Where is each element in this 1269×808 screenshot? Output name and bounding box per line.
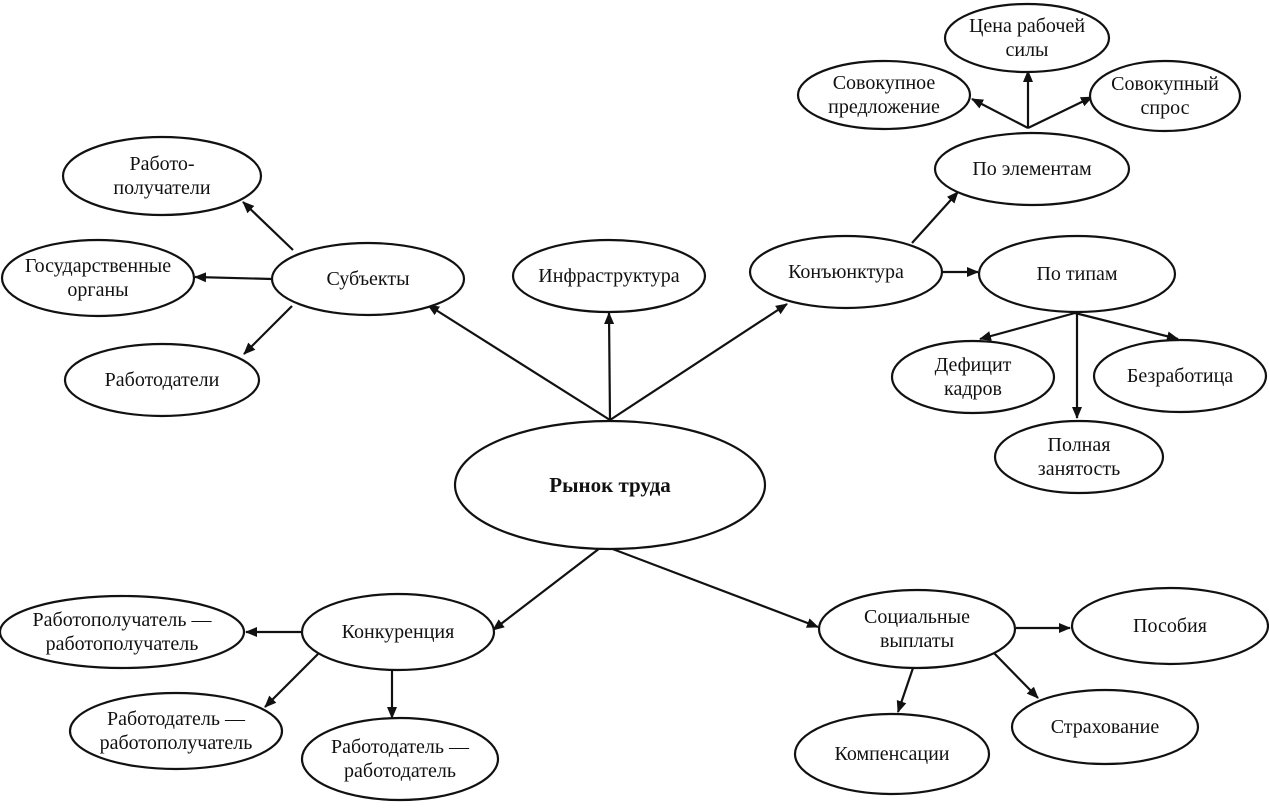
node-label-deficit-line-2: кадров <box>944 378 1002 400</box>
node-label-full-employment-line-2: занятость <box>1038 458 1120 480</box>
node-label-by-types-line-1: По типам <box>1036 263 1117 285</box>
edge-subjects-employers <box>243 305 293 355</box>
node-label-rr-line-1: Работополучатель — <box>33 609 213 631</box>
node-label-receivers-line-2: получатели <box>113 177 210 199</box>
node-conjuncture: Конъюнктура <box>748 234 944 310</box>
node-label-compensation-line-1: Компенсации <box>834 743 949 765</box>
node-unemployment: Безработица <box>1092 338 1268 414</box>
node-label-demand-line-1: Совокупный <box>1111 73 1219 95</box>
node-label-price-line-1: Цена рабочей <box>969 15 1085 37</box>
node-label-ee-line-1: Работодатель — <box>331 736 470 758</box>
node-label-unemployment-line-1: Безработица <box>1127 365 1233 387</box>
edge-elements-demand <box>1027 96 1093 129</box>
node-label-infrastructure-line-1: Инфраструктура <box>538 265 680 287</box>
node-ee: Работодатель —работодатель <box>300 716 500 802</box>
node-label-social-line-1: Социальные <box>864 606 970 628</box>
edge-types-deficit <box>979 311 1076 341</box>
node-label-price-line-2: силы <box>1006 39 1049 61</box>
edge-subjects-gov <box>194 272 273 283</box>
node-compensation: Компенсации <box>793 712 991 796</box>
node-label-competition-line-1: Конкуренция <box>342 621 455 643</box>
edge-elements-supply <box>971 98 1029 129</box>
node-label-by-elements-line-1: По элементам <box>972 158 1092 180</box>
edge-root-conjuncture <box>609 303 788 421</box>
edge-competition-er <box>264 653 319 708</box>
node-label-insurance-line-1: Страхование <box>1051 716 1160 738</box>
node-receivers: Работо-получатели <box>61 135 263 217</box>
edge-root-subjects <box>427 304 611 421</box>
node-label-deficit-line-1: Дефицит <box>935 354 1012 376</box>
node-label-supply-line-2: предложение <box>828 96 940 118</box>
node-label-gov-line-2: органы <box>67 279 128 301</box>
edge-root-competition <box>492 547 601 631</box>
node-label-er-line-1: Работодатель — <box>107 708 246 730</box>
node-label-supply-line-1: Совокупное <box>833 72 936 94</box>
edge-root-infrastructure <box>604 312 615 421</box>
node-label-conjuncture-line-1: Конъюнктура <box>788 261 904 283</box>
node-root: Рынок труда <box>453 419 767 551</box>
node-employers: Работодатели <box>63 342 261 418</box>
node-label-demand-line-2: спрос <box>1141 97 1190 119</box>
node-subjects: Субъекты <box>270 241 466 317</box>
node-label-social-line-2: выплаты <box>880 630 954 652</box>
node-label-full-employment-line-1: Полная <box>1048 434 1111 456</box>
edge-root-social <box>609 546 819 629</box>
node-label-er-line-2: работополучатель <box>100 732 253 754</box>
edge-conjuncture-elements <box>911 191 959 244</box>
node-label-ee-line-2: работодатель <box>344 760 456 782</box>
node-benefits: Пособия <box>1070 586 1269 666</box>
node-label-benefits-line-1: Пособия <box>1133 615 1207 637</box>
node-label-employers-line-1: Работодатели <box>105 369 220 391</box>
edge-subjects-receivers <box>242 201 294 251</box>
node-insurance: Страхование <box>1010 688 1200 766</box>
edges <box>194 70 1179 719</box>
node-rr: Работополучатель —работополучатель <box>0 594 246 670</box>
edge-types-unemployment <box>1074 311 1179 342</box>
node-by-types: По типам <box>977 234 1177 314</box>
node-label-rr-line-2: работополучатель <box>46 633 199 655</box>
node-by-elements: По элементам <box>933 131 1131 207</box>
node-er: Работодатель —работополучатель <box>68 691 284 771</box>
node-label-subjects-line-1: Субъекты <box>326 268 409 290</box>
edge-social-insurance <box>992 651 1039 699</box>
node-label-receivers-line-1: Работо- <box>129 153 194 175</box>
edge-social-compensation <box>896 667 915 713</box>
node-infrastructure: Инфраструктура <box>511 238 707 314</box>
node-label-root-line-1: Рынок труда <box>549 473 671 497</box>
node-competition: Конкуренция <box>300 592 496 672</box>
node-label-gov-line-1: Государственные <box>25 255 171 277</box>
